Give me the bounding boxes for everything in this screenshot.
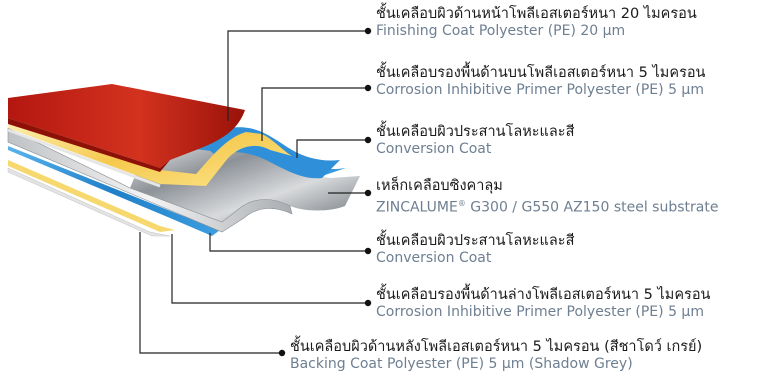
leader-dot xyxy=(364,27,372,35)
leader-dot xyxy=(364,247,372,255)
label-thai: ชั้นเคลือบรองพื้นด้านบนโพลีเอสเตอร์หนา 5… xyxy=(376,65,706,81)
label-thai: ชั้นเคลือบผิวประสานโลหะและสี xyxy=(376,233,575,249)
finishing-coat-layer xyxy=(8,84,245,168)
label-thai: ชั้นเคลือบผิวประสานโลหะและสี xyxy=(376,124,575,140)
label-english: Backing Coat Polyester (PE) 5 µm (Shadow… xyxy=(290,356,633,372)
label-backing-coat: ชั้นเคลือบผิวด้านหลังโพลีเอสเตอร์หนา 5 ไ… xyxy=(290,339,702,373)
silver-edge-line xyxy=(7,128,161,188)
leader-line-bottom-primer xyxy=(171,234,368,304)
label-english: ZINCALUME® G300 / G550 AZ150 steel subst… xyxy=(376,195,718,217)
leader-dot xyxy=(364,136,372,144)
label-top-primer: ชั้นเคลือบรองพื้นด้านบนโพลีเอสเตอร์หนา 5… xyxy=(376,65,705,99)
leader-line-bottom-conversion xyxy=(209,233,368,252)
steel-substrate-top xyxy=(130,140,360,222)
label-english: Corrosion Inhibitive Primer Polyester (P… xyxy=(376,304,704,320)
label-thai: เหล็กเคลือบซิงคาลุม xyxy=(376,178,503,194)
backing-coat-layer xyxy=(7,167,171,237)
label-steel-substrate: เหล็กเคลือบซิงคาลุม ZINCALUME® G300 / G5… xyxy=(376,178,718,217)
leader-dot xyxy=(364,299,372,307)
steel-substrate-edge xyxy=(7,127,293,233)
label-thai: ชั้นเคลือบผิวด้านหน้าโพลีเอสเตอร์หนา 20 … xyxy=(376,6,697,22)
label-english: Conversion Coat xyxy=(376,141,492,157)
leader-line-finishing xyxy=(227,30,368,121)
leader-dot xyxy=(364,189,372,197)
brand-name: ZINCALUME xyxy=(376,199,458,216)
leader-lines xyxy=(139,30,368,354)
leader-line-top-primer xyxy=(261,87,368,141)
top-primer-layer xyxy=(8,118,292,186)
label-finishing-coat: ชั้นเคลือบผิวด้านหน้าโพลีเอสเตอร์หนา 20 … xyxy=(376,6,697,40)
label-english: Conversion Coat xyxy=(376,250,492,266)
blue-wave-surface xyxy=(190,127,340,179)
label-bottom-primer: ชั้นเคลือบรองพื้นด้านล่างโพลีเอสเตอร์หนา… xyxy=(376,287,710,321)
substrate-spec: G300 / G550 AZ150 steel substrate xyxy=(465,199,719,216)
leader-line-backing xyxy=(139,232,282,354)
registered-mark: ® xyxy=(457,199,466,208)
leader-line-top-conversion xyxy=(296,139,368,158)
label-english: Corrosion Inhibitive Primer Polyester (P… xyxy=(376,82,704,98)
label-top-conversion: ชั้นเคลือบผิวประสานโลหะและสี Conversion … xyxy=(376,124,574,158)
label-thai: ชั้นเคลือบรองพื้นด้านล่างโพลีเอสเตอร์หนา… xyxy=(376,287,711,303)
label-thai: ชั้นเคลือบผิวด้านหลังโพลีเอสเตอร์หนา 5 ไ… xyxy=(290,339,703,355)
bottom-conversion-layer xyxy=(8,146,220,236)
leader-dots xyxy=(278,27,372,357)
label-english: Finishing Coat Polyester (PE) 20 µm xyxy=(376,23,626,39)
finishing-coat-edge xyxy=(8,118,170,172)
leader-dot xyxy=(364,84,372,92)
label-bottom-conversion: ชั้นเคลือบผิวประสานโลหะและสี Conversion … xyxy=(376,233,574,267)
leader-dot xyxy=(278,349,286,357)
